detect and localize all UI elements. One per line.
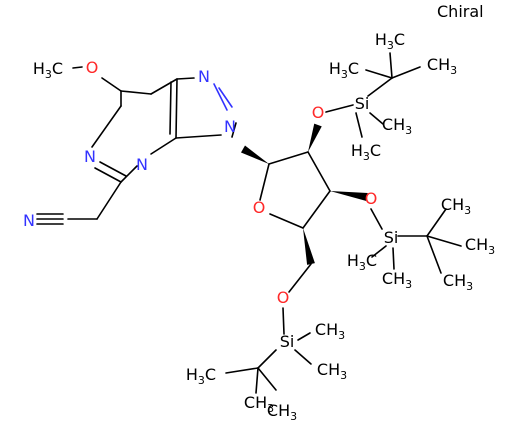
bond-c2-ch2 — [96, 181, 122, 220]
atom-label-si2: Si — [384, 228, 399, 247]
bond-o5-si3 — [282, 307, 285, 335]
bond-c3-c4 — [302, 190, 331, 229]
atom-label-si3-tbu-bottom: CH3 — [267, 401, 297, 423]
bond-si3-me-a — [297, 332, 311, 341]
wedge-c1-n9 — [241, 145, 269, 164]
bond-c2-c3 — [307, 151, 331, 192]
bond-cq-top-2 — [426, 208, 447, 237]
bond-o-ch3 — [72, 66, 83, 69]
bond-o-c1 — [259, 163, 270, 201]
bond-si3-cq — [257, 349, 277, 369]
atom-label-nitrile-n: N — [23, 211, 35, 230]
bond-cq-left-3 — [225, 367, 259, 374]
bond-c8-c4 — [175, 78, 178, 139]
atom-label-n3: N — [136, 155, 148, 174]
atom-label-o5: O — [277, 288, 290, 307]
bond-si1-me-a — [369, 112, 384, 125]
bond-o2-si1 — [325, 104, 354, 113]
wedge-c2-o2 — [308, 123, 322, 152]
atom-label-si1-me-b: H3C — [351, 141, 381, 163]
bond-cq-mid-2 — [426, 235, 462, 247]
bond-n9-c4 — [175, 134, 222, 139]
atom-label-si3: Si — [280, 332, 295, 351]
atom-label-n1: N — [84, 147, 96, 166]
atom-label-si3-me-a: CH3 — [315, 320, 345, 342]
atom-label-si1-me-a: CH3 — [382, 115, 412, 137]
bond-c5-c4-inner — [169, 81, 172, 135]
atom-label-si3-tbu-left: H3C — [186, 365, 216, 387]
bond-n1-c6 — [91, 105, 122, 148]
chiral-label: Chiral — [437, 2, 484, 21]
bond-cq-bottom-3 — [257, 367, 277, 391]
bond-c5-c8 — [150, 78, 178, 95]
atom-label-si2-tbu-mid: CH3 — [465, 235, 495, 257]
bond-n3-c2 — [120, 165, 138, 183]
bond-cq-top — [389, 52, 393, 79]
bond-cq-bottom-2 — [426, 235, 442, 274]
bond-c2-n1 — [94, 167, 122, 183]
bond-c4-o — [269, 213, 304, 229]
bond-layer — [36, 52, 462, 394]
bond-cq-top-3 — [255, 367, 259, 394]
bond-si1-cq — [367, 77, 393, 97]
atom-label-si1-tbu-left: H3C — [329, 59, 359, 81]
atom-label-methoxy-c: H3C — [33, 59, 63, 81]
bond-c5-n7 — [176, 77, 195, 80]
bond-si2-me-b — [392, 247, 395, 270]
atom-label-si2-me-b: CH3 — [382, 269, 412, 291]
bond-c2-n1-double — [99, 161, 127, 177]
bond-si2-me-a — [371, 245, 387, 258]
atom-label-n7: N — [198, 67, 210, 86]
bond-o3-si2 — [370, 208, 383, 230]
bond-si1-me-b — [355, 112, 363, 138]
atom-label-o3: O — [365, 189, 378, 208]
atom-label-o2: O — [312, 103, 325, 122]
bond-c8-n9 — [231, 122, 237, 138]
bond-c5-o5 — [288, 263, 312, 293]
atom-label-si2-tbu-top: CH3 — [441, 195, 471, 217]
bond-c4-n3 — [150, 137, 177, 155]
bond-c6-o — [101, 77, 122, 92]
atom-label-si2-me-a: H3C — [347, 251, 377, 273]
atom-label-si1-tbu-right: CH3 — [427, 55, 457, 77]
atom-label-methoxy-o: O — [86, 58, 99, 77]
bond-n7-c8-double — [218, 87, 233, 108]
atom-label-n9: N — [224, 117, 236, 136]
bond-c6-c5 — [120, 90, 152, 95]
atom-label-si3-tbu-top: CH3 — [244, 393, 274, 415]
bond-cq-right — [391, 66, 421, 79]
bond-n7-c8 — [213, 83, 228, 111]
atom-label-si1-tbu-top: H3C — [375, 30, 405, 52]
bond-cq-left — [365, 69, 393, 79]
wedge-c3-o3 — [330, 191, 368, 201]
atom-label-si2-tbu-bottom: CH3 — [443, 271, 473, 293]
atom-label-si3-me-b: CH3 — [317, 360, 347, 382]
bond-si3-me-b — [294, 349, 312, 365]
bond-c1-c2 — [268, 151, 309, 165]
atom-label-si1: Si — [355, 94, 370, 113]
atom-label-ring-o: O — [253, 198, 266, 217]
wedge-c4-c5 — [303, 228, 315, 265]
